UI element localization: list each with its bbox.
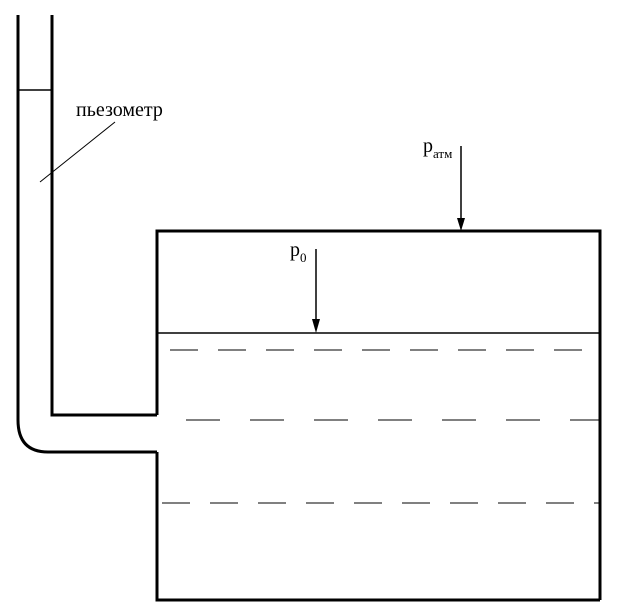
p-atm-label: pатм xyxy=(423,135,452,161)
p0-label-base: p xyxy=(290,239,300,261)
p-atm-label-base: p xyxy=(423,135,433,157)
piezometer-label: пьезометр xyxy=(76,99,163,121)
p0-label: p0 xyxy=(290,239,307,265)
p-atm-label-sub: атм xyxy=(433,146,452,161)
piezometer-outer-wall xyxy=(16,15,157,454)
p-atm-arrowhead xyxy=(457,218,465,231)
tank-lower-left-and-bottom-wall xyxy=(155,452,600,602)
piezometer-leader-line xyxy=(39,121,116,183)
p0-arrowhead xyxy=(312,319,320,333)
p0-label-sub: 0 xyxy=(300,250,307,265)
piezometer-inner-wall xyxy=(50,15,157,417)
tank-top-and-upper-left-wall xyxy=(155,229,602,600)
